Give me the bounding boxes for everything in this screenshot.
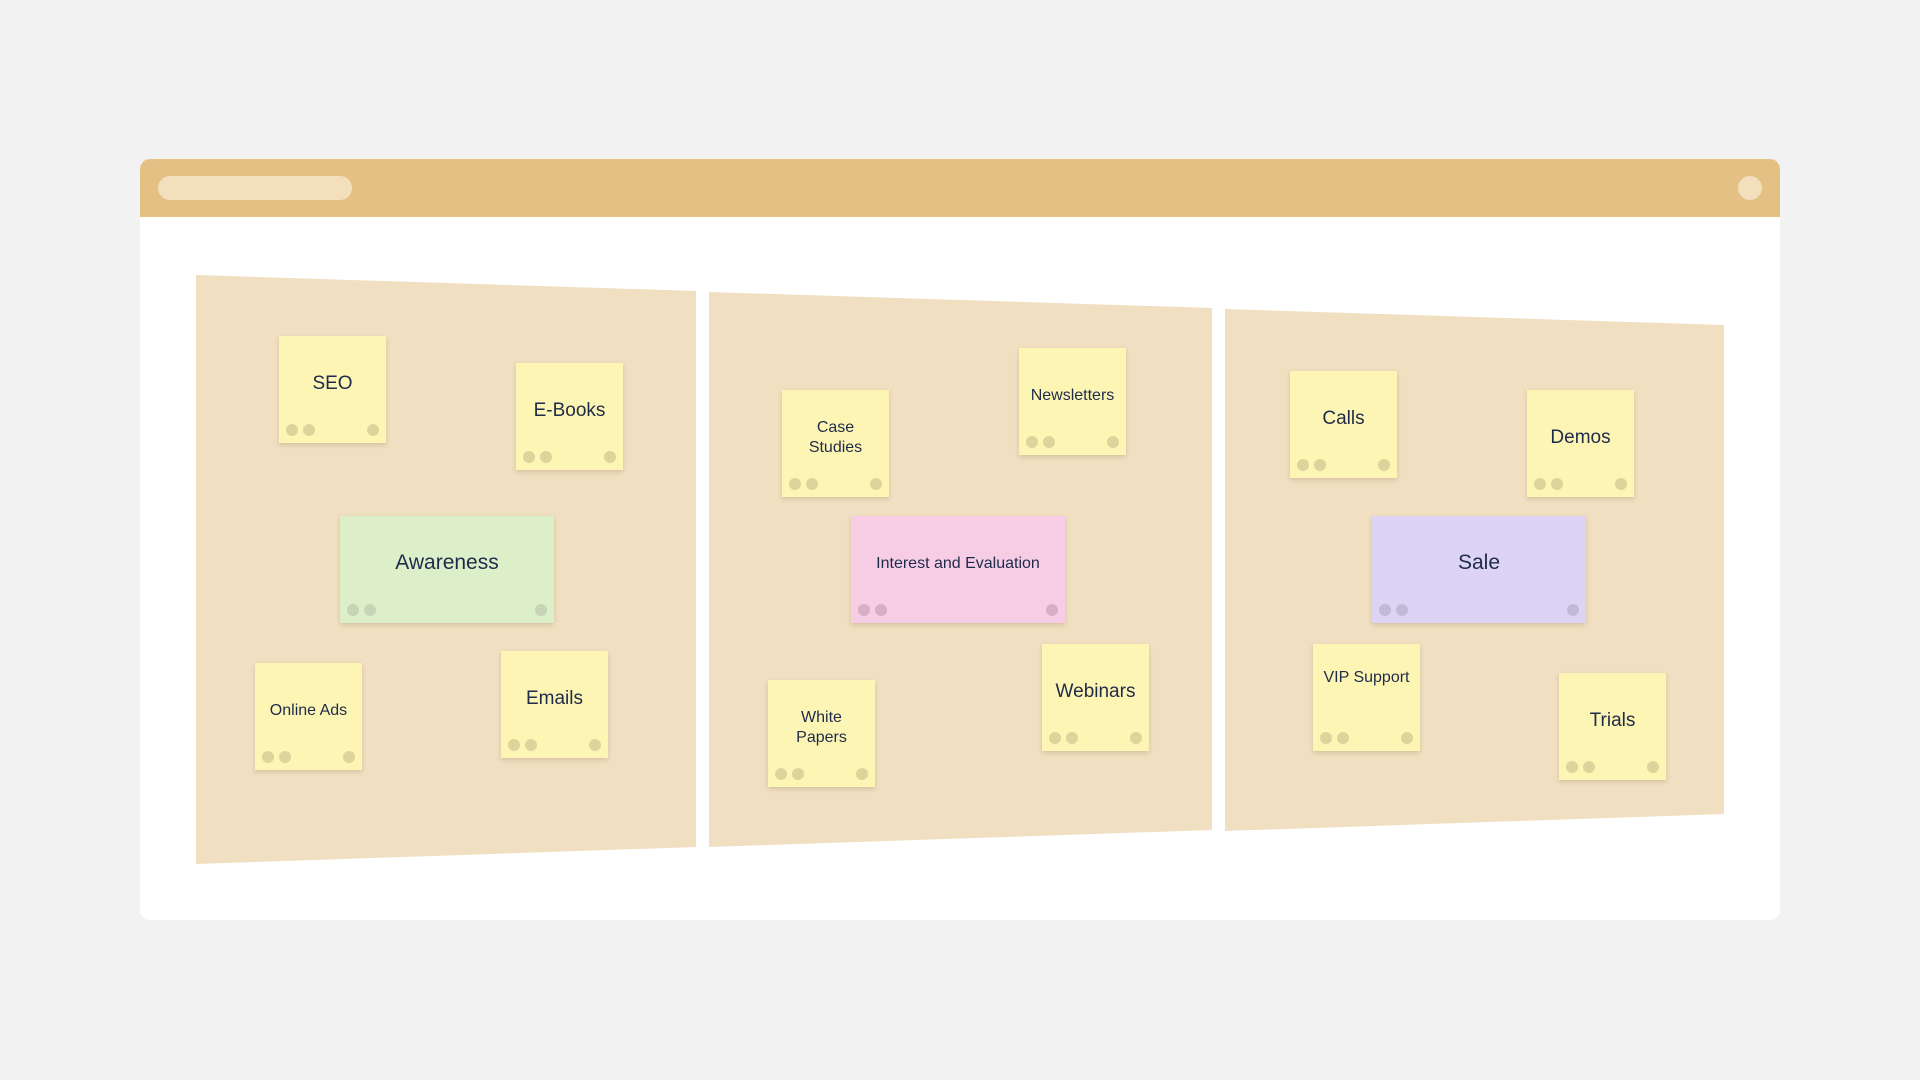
sticky-note-dots: [1320, 732, 1413, 744]
sticky-note-label: White Papers: [796, 708, 847, 746]
sticky-note-online-ads[interactable]: Online Ads: [255, 663, 362, 770]
sticky-note-dots: [775, 768, 868, 780]
dot-icon: [1130, 732, 1142, 744]
sticky-note-vip-support[interactable]: VIP Support: [1313, 644, 1420, 751]
dot-icon: [1297, 459, 1309, 471]
dot-icon: [343, 751, 355, 763]
sticky-note-awareness[interactable]: Awareness: [340, 516, 554, 623]
sticky-note-dots: [347, 604, 547, 616]
dot-icon: [789, 478, 801, 490]
window-titlebar: [140, 159, 1780, 217]
sticky-note-label: Interest and Evaluation: [876, 554, 1040, 572]
dot-icon: [589, 739, 601, 751]
sticky-note-dots: [789, 478, 882, 490]
sticky-note-dots: [1534, 478, 1627, 490]
sticky-note-label: E-Books: [533, 399, 606, 421]
sticky-note-label: Calls: [1322, 407, 1365, 429]
dot-icon: [540, 451, 552, 463]
dot-icon: [1066, 732, 1078, 744]
sticky-note-label: SEO: [312, 372, 353, 394]
dot-icon: [1551, 478, 1563, 490]
dot-icon: [856, 768, 868, 780]
sticky-note-interest-and-evaluation[interactable]: Interest and Evaluation: [851, 516, 1065, 623]
sticky-note-dots: [1566, 761, 1659, 773]
dot-icon: [875, 604, 887, 616]
address-bar[interactable]: [158, 176, 352, 200]
sticky-note-dots: [262, 751, 355, 763]
sticky-note-demos[interactable]: Demos: [1527, 390, 1634, 497]
sticky-note-label: Sale: [1457, 551, 1501, 575]
dot-icon: [1566, 761, 1578, 773]
sticky-note-white-papers[interactable]: White Papers: [768, 680, 875, 787]
dot-icon: [1396, 604, 1408, 616]
sticky-note-seo[interactable]: SEO: [279, 336, 386, 443]
dot-icon: [1583, 761, 1595, 773]
sticky-note-label: Emails: [525, 687, 583, 709]
sticky-note-label: Newsletters: [1030, 386, 1115, 404]
dot-icon: [1026, 436, 1038, 448]
dot-icon: [1320, 732, 1332, 744]
sticky-note-label: Demos: [1550, 426, 1611, 448]
dot-icon: [604, 451, 616, 463]
sticky-note-label: Trials: [1589, 709, 1636, 731]
dot-icon: [1107, 436, 1119, 448]
sticky-note-label: Webinars: [1055, 680, 1136, 702]
dot-icon: [1314, 459, 1326, 471]
sticky-note-label: VIP Support: [1323, 668, 1410, 686]
dot-icon: [508, 739, 520, 751]
sticky-note-e-books[interactable]: E-Books: [516, 363, 623, 470]
dot-icon: [523, 451, 535, 463]
dot-icon: [1378, 459, 1390, 471]
dot-icon: [775, 768, 787, 780]
dot-icon: [1046, 604, 1058, 616]
sticky-note-case-studies[interactable]: Case Studies: [782, 390, 889, 497]
dot-icon: [525, 739, 537, 751]
dot-icon: [535, 604, 547, 616]
sticky-note-dots: [1297, 459, 1390, 471]
dot-icon: [1043, 436, 1055, 448]
dot-icon: [1647, 761, 1659, 773]
dot-icon: [858, 604, 870, 616]
dot-icon: [792, 768, 804, 780]
sticky-note-sale[interactable]: Sale: [1372, 516, 1586, 623]
sticky-note-dots: [1379, 604, 1579, 616]
dot-icon: [1534, 478, 1546, 490]
dot-icon: [364, 604, 376, 616]
dot-icon: [806, 478, 818, 490]
dot-icon: [286, 424, 298, 436]
dot-icon: [870, 478, 882, 490]
sticky-note-dots: [1026, 436, 1119, 448]
sticky-note-dots: [508, 739, 601, 751]
sticky-note-label: Awareness: [395, 551, 499, 575]
sticky-note-dots: [1049, 732, 1142, 744]
dot-icon: [262, 751, 274, 763]
dot-icon: [1401, 732, 1413, 744]
sticky-note-emails[interactable]: Emails: [501, 651, 608, 758]
sticky-note-trials[interactable]: Trials: [1559, 673, 1666, 780]
sticky-note-dots: [286, 424, 379, 436]
sticky-note-dots: [858, 604, 1058, 616]
dot-icon: [1337, 732, 1349, 744]
window-control-button[interactable]: [1738, 176, 1762, 200]
dot-icon: [279, 751, 291, 763]
dot-icon: [1379, 604, 1391, 616]
sticky-note-label: Case Studies: [808, 418, 863, 456]
dot-icon: [1049, 732, 1061, 744]
sticky-note-webinars[interactable]: Webinars: [1042, 644, 1149, 751]
dot-icon: [1615, 478, 1627, 490]
dot-icon: [347, 604, 359, 616]
dot-icon: [303, 424, 315, 436]
sticky-note-label: Online Ads: [269, 701, 348, 719]
dot-icon: [1567, 604, 1579, 616]
sticky-note-dots: [523, 451, 616, 463]
sticky-note-calls[interactable]: Calls: [1290, 371, 1397, 478]
app-window: SEO E-Books Awareness Online Ads Emails …: [140, 159, 1780, 920]
dot-icon: [367, 424, 379, 436]
sticky-note-newsletters[interactable]: Newsletters: [1019, 348, 1126, 455]
